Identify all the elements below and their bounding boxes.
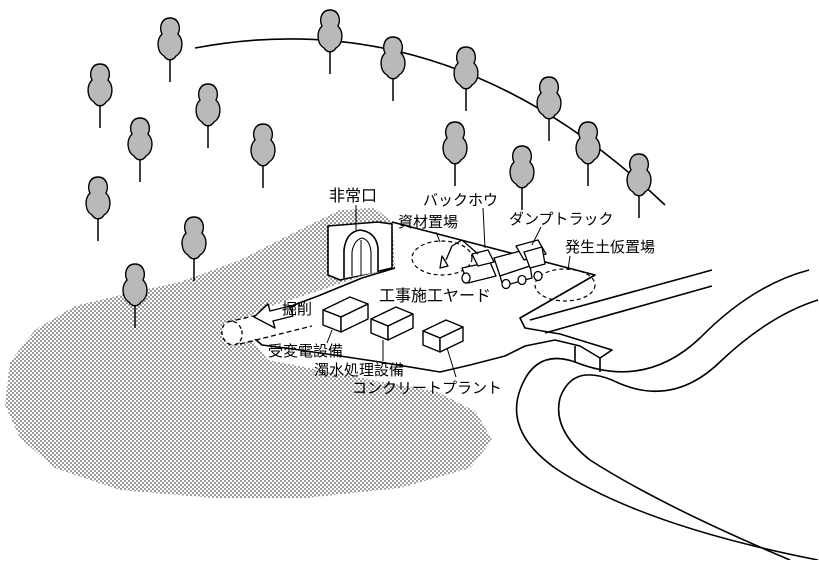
tree: [626, 153, 652, 218]
tree: [509, 145, 535, 210]
leader-lines: [326, 205, 571, 378]
backhoe: [439, 239, 497, 284]
tree: [536, 76, 562, 141]
excavation-tunnel: [221, 300, 330, 346]
tree: [250, 123, 276, 188]
forest-boundary-arc: [194, 38, 666, 206]
branch-road: [529, 269, 713, 334]
label-backhoe: バックホウ: [423, 191, 498, 209]
substation-box: [322, 296, 369, 333]
concrete-plant-box: [422, 319, 464, 353]
label-emergency-exit: 非常口: [329, 186, 377, 205]
spoil-yard-area: [534, 268, 596, 302]
stippled-ground-area: [5, 208, 492, 498]
label-construction-yard: 工事施工ヤード: [379, 286, 491, 305]
material-yard-area: [411, 240, 473, 276]
tree: [453, 46, 479, 111]
label-spoil-yard: 発生土仮置場: [565, 238, 655, 256]
label-dump-truck: ダンプトラック: [509, 210, 614, 228]
label-material-yard: 資材置場: [398, 213, 458, 231]
trees: [85, 9, 652, 328]
label-substation: 受変電設備: [268, 342, 343, 360]
excavation-arrow: [253, 303, 294, 329]
tunnel-portal: [327, 221, 393, 281]
tree: [181, 216, 207, 281]
label-excavation: 掘削: [282, 300, 312, 318]
main-road-inner: [515, 269, 819, 561]
dump-truck: [493, 239, 547, 290]
tree: [195, 83, 221, 148]
tree: [127, 117, 153, 182]
tree: [122, 263, 148, 328]
tree: [87, 63, 113, 128]
tree: [380, 36, 406, 101]
tree: [157, 17, 183, 82]
label-water-treatment: 濁水処理設備: [314, 361, 404, 379]
water-treatment-box: [370, 306, 414, 341]
tree: [575, 121, 601, 186]
main-road-outer: [557, 299, 819, 561]
label-concrete-plant: コンクリートプラント: [352, 379, 502, 397]
tree: [317, 9, 343, 74]
tree: [442, 121, 468, 186]
tree: [85, 176, 111, 241]
